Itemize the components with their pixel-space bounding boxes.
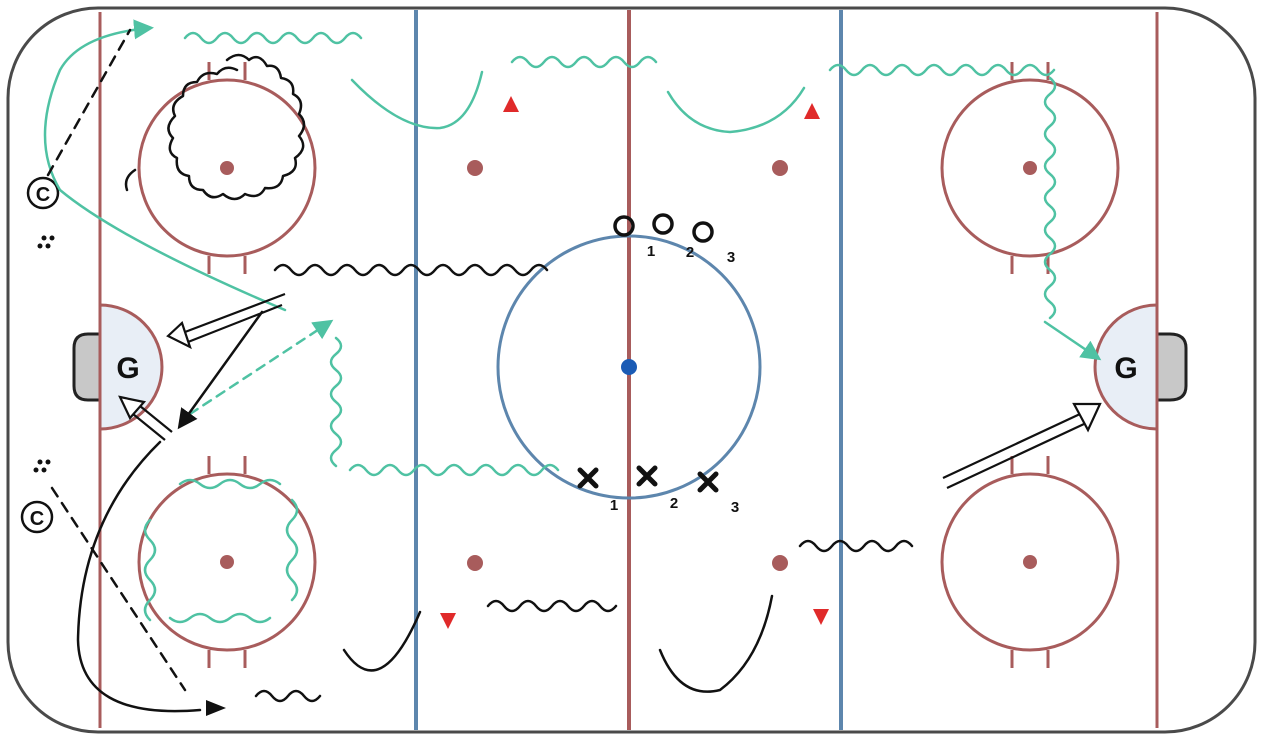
svg-text:1: 1	[647, 243, 655, 260]
teal-wavy-skate-left-down	[329, 336, 343, 468]
black-wavy-bottom	[254, 594, 774, 703]
teal-dashed-pass-left	[188, 319, 334, 416]
svg-text:3: 3	[727, 249, 735, 266]
coach-circle-icon: C	[26, 176, 60, 210]
coach-bottom-label: C	[30, 508, 44, 530]
svg-text:2: 2	[686, 244, 694, 261]
faceoff-circle-right-top	[940, 62, 1120, 274]
net-right	[1155, 332, 1188, 402]
faceoff-circle-left-bottom	[137, 456, 317, 668]
neutral-dot	[467, 160, 483, 176]
neutral-dot	[772, 555, 788, 571]
shot-arrow-up-left	[118, 395, 173, 441]
center-faceoff-dot	[621, 359, 637, 375]
black-wavy-skate-right	[798, 539, 914, 553]
teal-curve-top-left	[350, 70, 484, 130]
player-o-1: 1	[613, 215, 655, 260]
crease-right	[1093, 303, 1159, 431]
black-dashed-coach-top	[46, 28, 132, 177]
crease-left	[98, 303, 164, 431]
cone-icon	[503, 96, 519, 112]
black-wavy-skate-center	[273, 263, 549, 277]
coach-circle-icon: C	[20, 500, 54, 534]
puck-arrow-bottom	[206, 700, 226, 716]
player-o-3: 3	[692, 221, 735, 266]
goalie-right-label: G	[1114, 352, 1137, 385]
teal-curve-top-mid	[666, 86, 806, 134]
teal-shot-right	[1043, 320, 1102, 361]
shot-arrow-to-left-net	[166, 292, 286, 350]
center-circle	[496, 234, 762, 500]
player-x-2: 2	[636, 465, 678, 512]
black-dashed-coach-pass	[50, 486, 187, 692]
svg-text:1: 1	[610, 497, 618, 514]
faceoff-circle-left-top	[137, 62, 317, 274]
player-x-3: 3	[697, 471, 739, 516]
teal-wavy-skate-right-down	[1043, 76, 1057, 320]
neutral-dot	[772, 160, 788, 176]
teal-wavy-skate-top-left	[183, 31, 363, 45]
teal-wavy-skate-to-center	[348, 463, 560, 477]
svg-text:3: 3	[731, 499, 739, 516]
black-shot-to-net	[177, 310, 264, 430]
black-wavy-circle-top-left	[124, 53, 306, 201]
neutral-dot	[467, 555, 483, 571]
player-o-2: 2	[652, 213, 694, 261]
svg-text:2: 2	[670, 495, 678, 512]
cone-icon	[813, 609, 829, 625]
coach-top-label: C	[36, 184, 50, 206]
player-x-1: 1	[577, 467, 618, 514]
faceoff-circle-right-bottom	[940, 456, 1120, 668]
puck-pile-icon	[33, 459, 51, 473]
net-left	[72, 332, 102, 402]
teal-wavy-skate-top-mid	[510, 55, 658, 69]
teal-wavy-circle-bottom-left	[143, 478, 299, 624]
black-curve-bottom-left	[76, 440, 202, 713]
cone-icon	[440, 613, 456, 629]
puck-pile-icon	[37, 235, 55, 249]
goalie-left-label: G	[116, 352, 139, 385]
shot-arrow-to-right-net	[942, 402, 1102, 489]
teal-curve-from-coach	[43, 19, 287, 312]
cone-icon	[804, 103, 820, 119]
teal-wavy-skate-top-right	[828, 63, 1056, 77]
